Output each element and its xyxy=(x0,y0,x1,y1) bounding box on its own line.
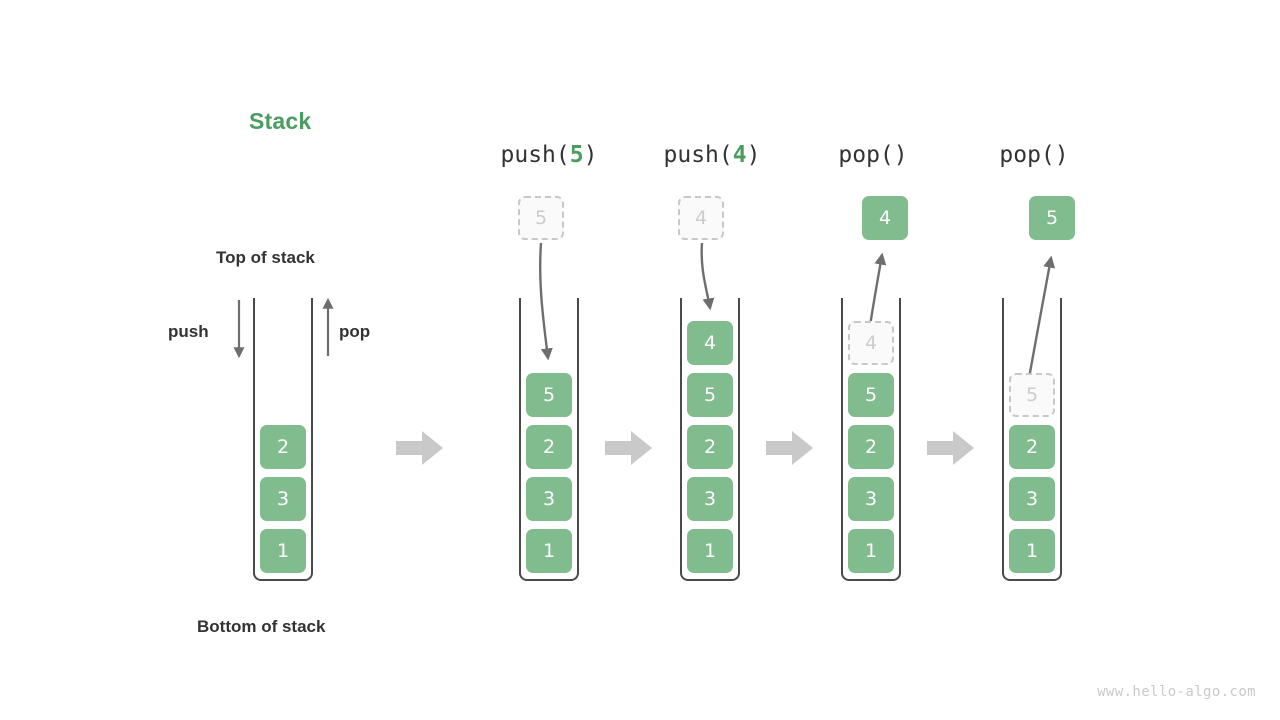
stack-cell: 5 xyxy=(687,373,733,417)
pop-motion-arrow xyxy=(1027,255,1056,379)
op-text: push( xyxy=(500,142,570,168)
stack-cell: 1 xyxy=(260,529,306,573)
push-pop-direction-arrows xyxy=(233,297,334,359)
stack-cell: 5 xyxy=(526,373,572,417)
operation-header-push-5: push(5) xyxy=(469,142,629,168)
stack-container-push-4 xyxy=(680,298,740,581)
stack-container-pop-2 xyxy=(1002,298,1062,581)
stack-cells-push-4: 4 5 2 3 1 xyxy=(687,321,733,573)
stack-cell: 1 xyxy=(848,529,894,573)
transition-arrow-icon xyxy=(927,431,974,465)
pop-label: pop xyxy=(339,322,371,341)
bottom-of-stack-label: Bottom of stack xyxy=(197,617,326,636)
stack-cell: 1 xyxy=(1009,529,1055,573)
stack-cells-push-5: 5 2 3 1 xyxy=(526,373,572,573)
push-label: push xyxy=(168,322,209,341)
stack-cell: 3 xyxy=(687,477,733,521)
op-text: ) xyxy=(893,142,908,168)
op-text: ) xyxy=(746,142,761,168)
popped-element: 5 xyxy=(1029,196,1075,240)
pop-motion-arrow xyxy=(868,252,887,327)
stack-cell: 2 xyxy=(260,425,306,469)
transition-arrow-icon xyxy=(396,431,443,465)
stack-container-push-5 xyxy=(519,298,579,581)
moving-element-ghost: 4 xyxy=(678,196,724,240)
stack-cell: 3 xyxy=(260,477,306,521)
moving-element-ghost: 5 xyxy=(518,196,564,240)
transition-arrow-icon xyxy=(766,431,813,465)
stack-cell-ghost: 5 xyxy=(1009,373,1055,417)
stack-cell: 3 xyxy=(848,477,894,521)
stack-cell: 4 xyxy=(687,321,733,365)
top-of-stack-label: Top of stack xyxy=(216,248,315,267)
stack-cells-initial: 2 3 1 xyxy=(260,425,306,573)
stack-container-initial xyxy=(253,298,313,581)
stack-cell: 2 xyxy=(687,425,733,469)
popped-element: 4 xyxy=(862,196,908,240)
stack-cell: 2 xyxy=(848,425,894,469)
stack-cell: 3 xyxy=(1009,477,1055,521)
stack-cell: 1 xyxy=(526,529,572,573)
stack-cell: 5 xyxy=(848,373,894,417)
stack-cells-pop-1: 4 5 2 3 1 xyxy=(848,321,894,573)
stack-cell: 2 xyxy=(1009,425,1055,469)
op-text: pop( xyxy=(999,142,1055,168)
op-text: ) xyxy=(583,142,598,168)
stack-cell: 2 xyxy=(526,425,572,469)
op-text: pop( xyxy=(838,142,894,168)
watermark: www.hello-algo.com xyxy=(1097,684,1256,700)
stack-container-pop-1 xyxy=(841,298,901,581)
push-motion-arrow xyxy=(538,242,553,361)
operation-header-pop-1: pop() xyxy=(793,142,953,168)
op-arg: 4 xyxy=(732,142,747,168)
operation-header-push-4: push(4) xyxy=(632,142,792,168)
push-motion-arrow xyxy=(700,242,715,311)
page-title: Stack xyxy=(249,108,312,134)
stack-cell: 1 xyxy=(687,529,733,573)
operation-header-pop-2: pop() xyxy=(954,142,1114,168)
op-text: ) xyxy=(1054,142,1069,168)
stack-cell: 3 xyxy=(526,477,572,521)
op-text: push( xyxy=(663,142,733,168)
op-arg: 5 xyxy=(569,142,584,168)
stack-cell-ghost: 4 xyxy=(848,321,894,365)
stack-cells-pop-2: 5 2 3 1 xyxy=(1009,373,1055,573)
transition-arrow-icon xyxy=(605,431,652,465)
